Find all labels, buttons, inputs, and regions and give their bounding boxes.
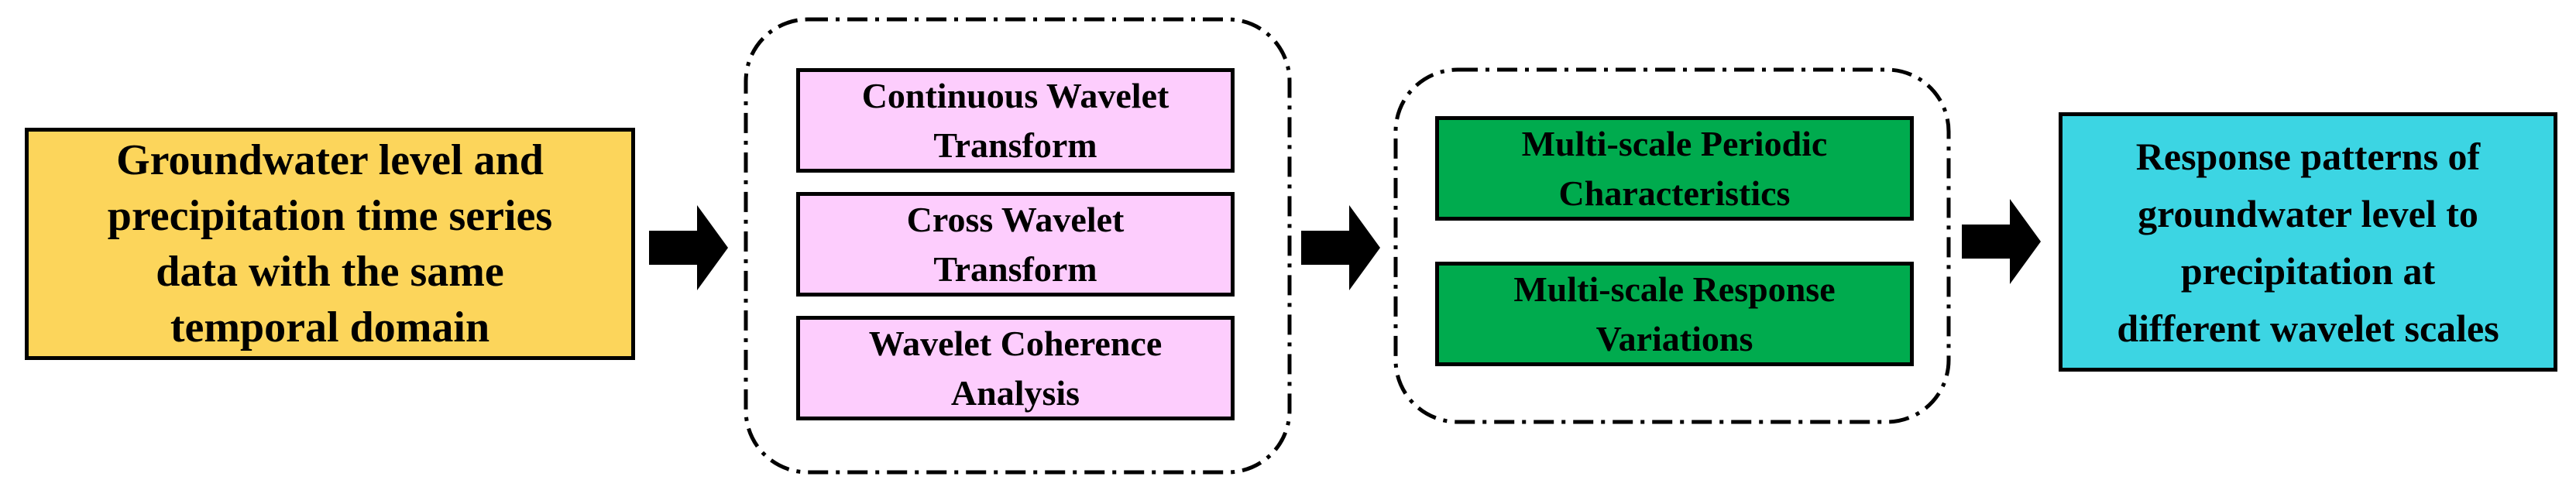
method-text: Continuous Wavelet Transform [861, 75, 1170, 165]
results-group-outline [1393, 67, 1951, 424]
result-text: Multi-scale Periodic Characteristics [1521, 123, 1828, 213]
methods-group-outline [744, 17, 1292, 475]
result-box-periodic-characteristics: Multi-scale Periodic Characteristics [1435, 116, 1914, 221]
output-result-text: Response patterns of groundwater level t… [2117, 134, 2499, 350]
arrow-right-icon [649, 205, 728, 290]
input-data-box: Groundwater level and precipitation time… [25, 128, 635, 360]
result-box-response-variations: Multi-scale Response Variations [1435, 262, 1914, 366]
arrow-right-icon [1301, 205, 1380, 290]
method-box-wavelet-coherence: Wavelet Coherence Analysis [796, 316, 1235, 420]
input-data-text: Groundwater level and precipitation time… [107, 136, 553, 351]
output-result-box: Response patterns of groundwater level t… [2059, 112, 2557, 372]
method-box-cross-wavelet: Cross Wavelet Transform [796, 192, 1235, 297]
method-box-continuous-wavelet: Continuous Wavelet Transform [796, 68, 1235, 173]
result-text: Multi-scale Response Variations [1513, 269, 1836, 358]
arrow-right-icon [1962, 199, 2041, 284]
method-text: Wavelet Coherence Analysis [868, 323, 1163, 413]
method-text: Cross Wavelet Transform [906, 199, 1125, 289]
